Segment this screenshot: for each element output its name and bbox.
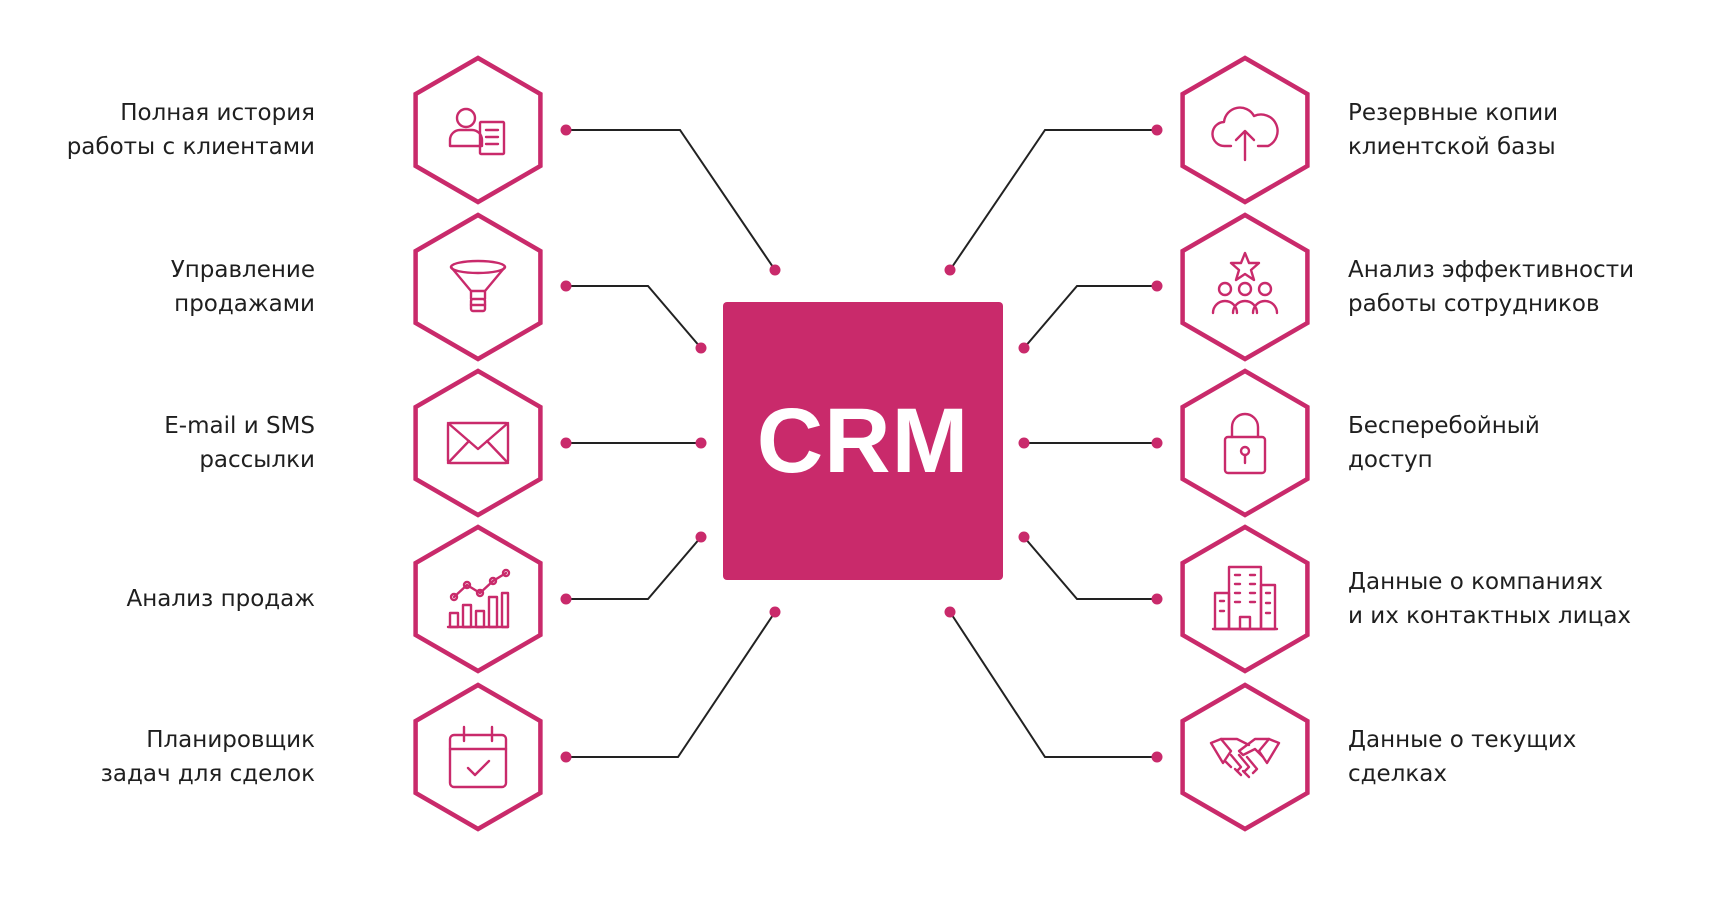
connector-dot [1151, 437, 1163, 449]
feature-label-right-5: Данные о текущих сделках [1348, 723, 1576, 791]
feature-label-right-3: Бесперебойный доступ [1348, 409, 1540, 477]
calendar-check-icon [448, 725, 508, 789]
connector-left-4 [560, 531, 707, 605]
feature-hexagon [413, 212, 543, 362]
feature-hexagon [413, 524, 543, 674]
handshake-icon [1209, 737, 1281, 779]
connector-dot [769, 264, 781, 276]
feature-hexagon [1180, 524, 1310, 674]
feature-label-line: Данные о компаниях [1348, 569, 1604, 595]
feature-label-left-3: E-mail и SMS рассылки [164, 409, 315, 477]
connector-dot [1151, 593, 1163, 605]
feature-label-line: Бесперебойный [1348, 413, 1540, 439]
feature-label-line: рассылки [199, 447, 315, 473]
team-star-icon [1211, 251, 1279, 315]
connector-dot [1018, 531, 1030, 543]
connector-dot [1151, 280, 1163, 292]
office-building-icon [1211, 565, 1279, 631]
connector-right-5 [944, 606, 1163, 763]
connector-dot [695, 437, 707, 449]
connector-right-4 [1018, 531, 1163, 605]
connector-dot [944, 264, 956, 276]
feature-label-line: Полная история [120, 100, 315, 126]
connector-right-1 [944, 124, 1163, 276]
feature-label-line: продажами [174, 291, 315, 317]
feature-label-line: задач для сделок [100, 761, 315, 787]
envelope-icon [446, 421, 510, 465]
feature-hexagon [413, 55, 543, 205]
feature-label-left-2: Управление продажами [171, 253, 315, 321]
feature-label-left-1: Полная история работы с клиентами [67, 96, 315, 164]
feature-label-line: Данные о текущих [1348, 727, 1577, 753]
connector-dot [695, 342, 707, 354]
connector-dot [1018, 437, 1030, 449]
feature-label-left-5: Планировщик задач для сделок [101, 723, 315, 791]
sales-chart-icon [446, 568, 511, 629]
feature-hexagon [413, 682, 543, 832]
feature-hexagons [413, 55, 1310, 832]
connector-left-1 [560, 124, 781, 276]
connector-right-2 [1018, 280, 1163, 354]
crm-center-box: CRM [723, 302, 1003, 580]
cloud-upload-icon [1211, 106, 1279, 162]
connector-dot [560, 593, 572, 605]
feature-label-line: работы сотрудников [1348, 291, 1600, 317]
connector-left-2 [560, 280, 707, 354]
connector-dot [695, 531, 707, 543]
sales-funnel-icon [449, 259, 507, 313]
feature-label-line: Управление [170, 257, 315, 283]
feature-hexagon [1180, 212, 1310, 362]
connector-dot [1018, 342, 1030, 354]
feature-label-line: Анализ эффективности [1348, 257, 1635, 283]
padlock-icon [1223, 412, 1267, 475]
connectors [560, 124, 1163, 763]
feature-label-line: и их контактных лицах [1348, 603, 1632, 629]
connector-left-5 [560, 606, 781, 763]
feature-label-line: E-mail и SMS [164, 413, 315, 439]
feature-hexagon [1180, 368, 1310, 518]
feature-label-line: клиентской базы [1348, 134, 1556, 160]
connector-right-3 [1018, 437, 1163, 449]
feature-label-right-4: Данные о компаниях и их контактных лицах [1348, 565, 1631, 633]
connector-dot [560, 437, 572, 449]
connector-left-3 [560, 437, 707, 449]
crm-title: CRM [756, 389, 970, 492]
connector-dot [1151, 751, 1163, 763]
feature-label-line: работы с клиентами [66, 134, 315, 160]
connector-dot [769, 606, 781, 618]
feature-label-line: доступ [1348, 447, 1433, 473]
feature-label-right-1: Резервные копии клиентской базы [1348, 96, 1558, 164]
connector-dot [560, 124, 572, 136]
feature-hexagon [1180, 55, 1310, 205]
feature-hexagon [1180, 682, 1310, 832]
client-profile-icon [448, 107, 506, 156]
connector-dot [560, 751, 572, 763]
feature-label-left-4: Анализ продаж [127, 582, 315, 616]
feature-hexagon [413, 368, 543, 518]
feature-label-line: Анализ продаж [126, 586, 315, 612]
connector-dot [944, 606, 956, 618]
connector-dot [560, 280, 572, 292]
feature-label-line: Резервные копии [1348, 100, 1559, 126]
feature-label-line: сделках [1348, 761, 1447, 787]
feature-label-line: Планировщик [146, 727, 315, 753]
feature-label-right-2: Анализ эффективности работы сотрудников [1348, 253, 1634, 321]
connector-dot [1151, 124, 1163, 136]
